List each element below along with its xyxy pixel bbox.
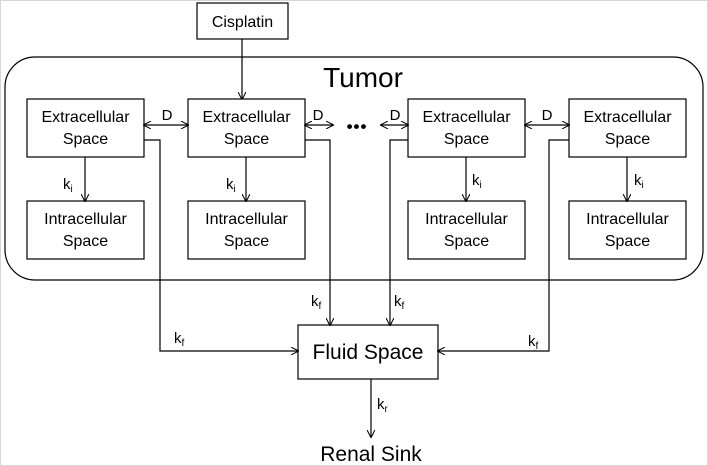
ellipsis-more-compartments: ••• (347, 117, 368, 136)
extracellular-box (187, 98, 306, 158)
intracellular-box (26, 200, 145, 260)
kf-label-1: kf (174, 330, 185, 349)
diffusion-label-ellipsis-3: D (390, 107, 401, 124)
k-subscript: f (319, 301, 322, 312)
k-subscript: i (480, 180, 482, 191)
extracellular-box (26, 98, 145, 158)
k-subscript: i (234, 184, 236, 195)
intracellular-label-line2: Space (605, 233, 650, 250)
ki-label-2: ki (226, 176, 236, 195)
extracellular-label-line2: Space (605, 131, 650, 148)
ki-label-3: ki (472, 172, 482, 191)
tumor-compartment (4, 56, 704, 281)
extracellular-space-1: Extracellular Space (26, 98, 145, 158)
ki-label-1: ki (63, 176, 73, 195)
extracellular-label-line1: Extracellular (202, 109, 291, 126)
k-subscript: f (536, 341, 539, 352)
intracellular-space-1: Intracellular Space (26, 200, 145, 260)
intracellular-space-4: Intracellular Space (568, 200, 687, 260)
intracellular-space-3: Intracellular Space (407, 200, 526, 260)
k-subscript: f (182, 338, 185, 349)
cisplatin-label: Cisplatin (212, 14, 273, 31)
diffusion-label-3-4: D (542, 107, 553, 124)
k-symbol: k (472, 172, 480, 189)
intracellular-label-line1: Intracellular (586, 211, 669, 228)
k-subscript: r (385, 404, 389, 415)
k-symbol: k (394, 293, 402, 310)
k-symbol: k (63, 176, 71, 193)
intracellular-label-line1: Intracellular (205, 211, 288, 228)
intracellular-box (407, 200, 526, 260)
kf-arrow-1 (144, 139, 298, 351)
extracellular-label-line2: Space (224, 131, 269, 148)
extracellular-label-line2: Space (444, 131, 489, 148)
intracellular-label-line2: Space (63, 233, 108, 250)
kf-label-2: kf (311, 293, 322, 312)
kf-arrow-3 (390, 139, 408, 325)
intracellular-space-2: Intracellular Space (187, 200, 306, 260)
diffusion-label-1-2: D (162, 107, 173, 124)
k-symbol: k (377, 396, 385, 413)
extracellular-box (568, 98, 687, 158)
kf-label-4: kf (528, 333, 539, 352)
k-subscript: i (642, 180, 644, 191)
intracellular-label-line1: Intracellular (425, 211, 508, 228)
extracellular-space-4: Extracellular Space (568, 98, 687, 158)
extracellular-label-line1: Extracellular (583, 109, 672, 126)
extracellular-label-line2: Space (63, 131, 108, 148)
k-symbol: k (226, 176, 234, 193)
kf-arrow-4 (438, 139, 569, 351)
fluid-space-label: Fluid Space (313, 341, 424, 364)
k-subscript: f (402, 301, 405, 312)
k-symbol: k (528, 333, 536, 350)
tumor-title: Tumor (323, 62, 403, 93)
k-subscript: i (71, 184, 73, 195)
kf-label-3: kf (394, 293, 405, 312)
diffusion-label-2-ellipsis: D (313, 107, 324, 124)
k-symbol: k (174, 330, 182, 347)
extracellular-label-line1: Extracellular (41, 109, 130, 126)
kr-label: kr (377, 396, 389, 415)
kf-arrow-2 (305, 139, 330, 325)
intracellular-label-line1: Intracellular (44, 211, 127, 228)
ki-label-4: ki (634, 172, 644, 191)
extracellular-box (407, 98, 526, 158)
intracellular-box (187, 200, 306, 260)
extracellular-label-line1: Extracellular (422, 109, 511, 126)
extracellular-space-2: Extracellular Space (187, 98, 306, 158)
intracellular-label-line2: Space (224, 233, 269, 250)
k-symbol: k (311, 293, 319, 310)
renal-sink-label: Renal Sink (320, 443, 422, 466)
intracellular-box (568, 200, 687, 260)
extracellular-space-3: Extracellular Space (407, 98, 526, 158)
fluid-space-box (297, 324, 439, 380)
intracellular-label-line2: Space (444, 233, 489, 250)
k-symbol: k (634, 172, 642, 189)
